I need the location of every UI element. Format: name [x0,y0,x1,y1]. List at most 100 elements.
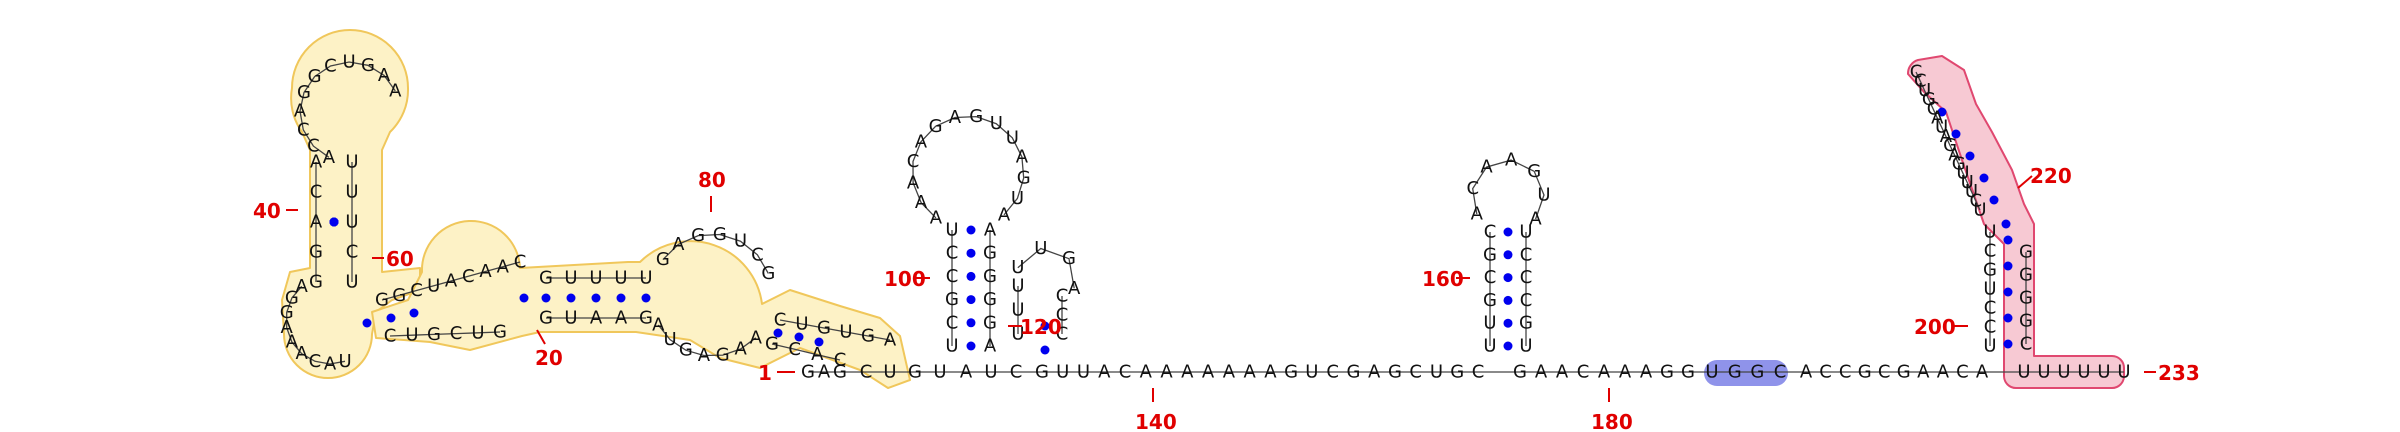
base-pair-dot [1503,318,1513,328]
backbone-segment [1017,247,1075,289]
nucleotide: U [1483,313,1496,334]
nucleotide: A [750,327,763,348]
base-pair-dot [966,271,976,281]
nucleotide: A [1243,362,1256,383]
nucleotide: A [1556,362,1569,383]
backbone [286,61,2124,373]
nucleotide: U [564,268,577,289]
nucleotide: U [664,329,677,350]
nucleotide: U [990,113,1003,134]
nucleotide: U [2097,362,2110,383]
nucleotide: U [2117,362,2130,383]
nucleotide: A [324,354,337,375]
nucleotide: A [698,345,711,366]
base-pair-dot [519,293,529,303]
nucleotide: A [818,362,831,383]
position-label-220: 220 [2030,164,2072,188]
nucleotide: G [2019,311,2033,332]
nucleotide: C [1472,362,1485,383]
nucleotide: G [1660,362,1674,383]
nucleotide: U [338,351,351,372]
nucleotide: G [801,362,815,383]
nucleotide: A [1529,209,1542,230]
base-pair-dot [386,313,396,323]
nucleotide: U [345,272,358,293]
nucleotide: C [384,326,397,347]
base-pair-dot [966,318,976,328]
nucleotide: G [2019,242,2033,263]
nucleotide: A [949,107,962,128]
nucleotide: U [1077,362,1090,383]
nucleotide: G [761,263,775,284]
nucleotide: C [1878,362,1891,383]
nucleotide: U [1011,300,1024,321]
base-pair-dot [794,332,804,342]
nucleotide: C [1484,222,1497,243]
highlight-regions [281,29,2125,389]
nucleotide: C [1984,241,1997,262]
nucleotide: A [1140,362,1153,383]
backbone-segment [286,285,346,365]
nucleotide: C [1484,267,1497,288]
nucleotide: G [1284,362,1298,383]
nucleotide: U [405,325,418,346]
nucleotide: C [307,136,320,157]
nucleotide: A [984,220,997,241]
nucleotide: U [1705,362,1718,383]
nucleotide: A [1223,362,1236,383]
position-label-120: 120 [1020,315,1062,339]
nucleotide: U [1011,276,1024,297]
position-label-80: 80 [698,168,726,192]
nucleotide: C [1839,362,1852,383]
nucleotide: G [1035,362,1049,383]
nucleotide: U [1006,127,1019,148]
base-pair-dot [329,217,339,227]
nucleotide: A [884,330,897,351]
nucleotide: G [427,324,441,345]
nucleotide: A [479,261,492,282]
nucleotide: G [1922,89,1936,110]
nucleotide: G [392,285,406,306]
nucleotide: G [1483,290,1497,311]
base-pair-dot [966,341,976,351]
nucleotide: G [969,106,983,127]
nucleotide: A [378,65,391,86]
nucleotide: A [590,308,603,329]
blue-highlight-region [1704,360,1788,386]
nucleotide: G [1513,362,1527,383]
nucleotide: U [1305,362,1318,383]
nucleotide: U [614,268,627,289]
nucleotide: G [539,268,553,289]
base-pair-dot [2003,287,2013,297]
nucleotide: G [1483,244,1497,265]
position-label-40: 40 [253,199,281,223]
nucleotide: G [908,362,922,383]
nucleotide: C [514,252,527,273]
nucleotide: A [615,308,628,329]
nucleotide: G [1897,362,1911,383]
nucleotide: U [2037,362,2050,383]
base-pair-dot [362,318,372,328]
nucleotide: U [1965,181,1978,202]
backbone-segment [1915,71,1981,211]
nucleotide: A [1535,362,1548,383]
nucleotide: A [1619,362,1632,383]
nucleotide: C [1984,298,1997,319]
nucleotide: A [1976,362,1989,383]
nucleotide: C [1774,362,1787,383]
nucleotide: A [323,147,336,168]
base-pair-dot [1503,227,1513,237]
nucleotide: G [308,66,322,87]
nucleotide: A [1931,108,1944,129]
nucleotide: G [1519,313,1533,334]
nucleotide: A [1800,362,1813,383]
nucleotide: A [652,315,665,336]
position-label-1: 1 [758,361,772,385]
nucleotide: C [1466,178,1479,199]
nucleotide: U [589,268,602,289]
base-pair-dot [1951,129,1961,139]
nucleotide: G [1952,154,1966,175]
nucleotide: U [1983,279,1996,300]
nucleotide: A [915,131,928,152]
base-pair-dot [1965,151,1975,161]
